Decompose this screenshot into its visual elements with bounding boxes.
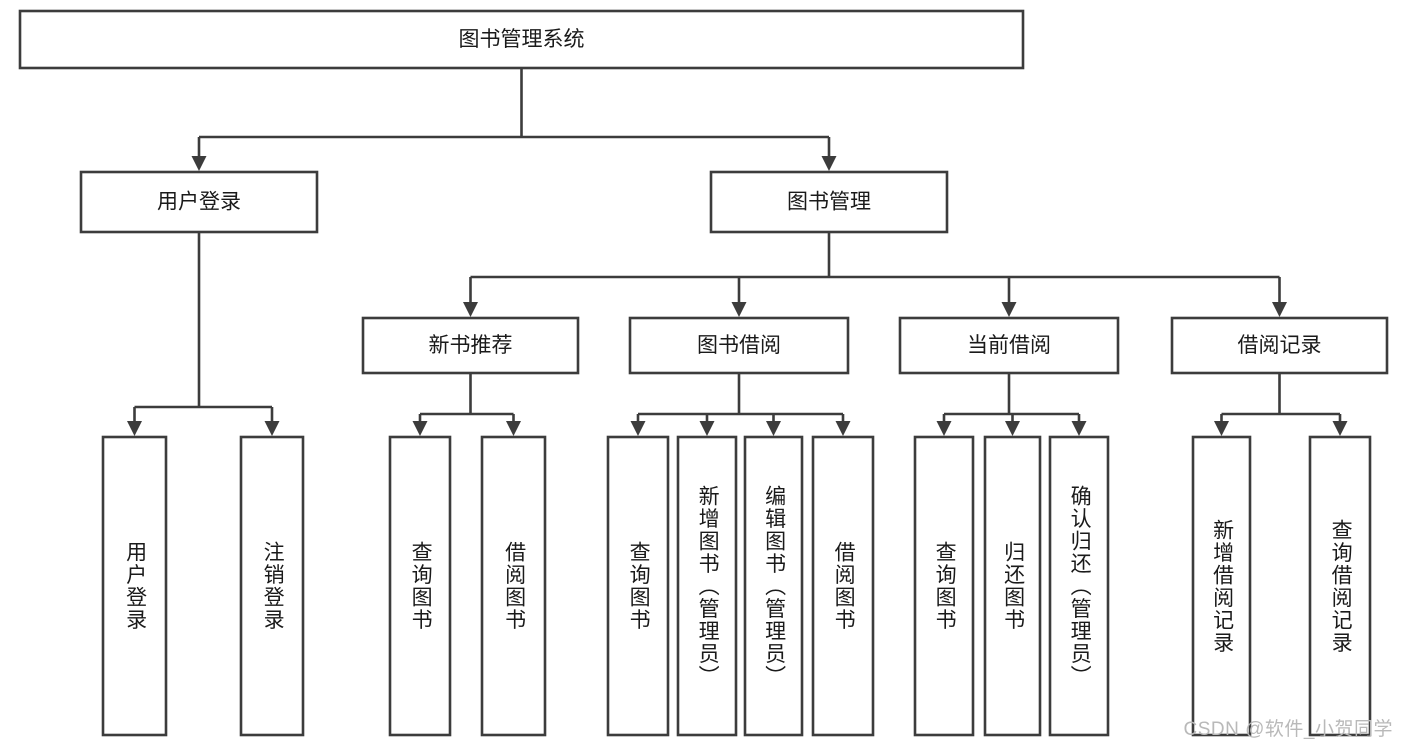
arrow-icon-level2-to-level3-2 bbox=[1001, 302, 1017, 317]
arrow-icon-level2-to-level3-0 bbox=[463, 302, 478, 317]
node-box-level3-2[interactable] bbox=[898, 316, 1120, 375]
arrow-icon-to-leaf-2-2 bbox=[766, 421, 781, 436]
node-box-level3-3[interactable] bbox=[1170, 316, 1389, 375]
node-box-leaf-12[interactable] bbox=[1308, 435, 1372, 737]
arrow-icon-to-leaf-2-3 bbox=[835, 421, 851, 436]
node-box-root[interactable] bbox=[18, 9, 1025, 70]
arrow-icon-to-leaf-3-1 bbox=[1005, 421, 1020, 436]
node-box-level2-1[interactable] bbox=[709, 170, 949, 234]
arrow-icon-to-leaf-0-1 bbox=[264, 421, 280, 436]
connector-layer bbox=[127, 68, 1348, 436]
node-label-level3-1: 图书借阅 bbox=[697, 334, 781, 357]
arrow-icon-to-leaf-3-0 bbox=[936, 421, 952, 436]
node-box-leaf-3[interactable] bbox=[480, 435, 547, 737]
node-box-leaf-6[interactable] bbox=[743, 435, 804, 737]
node-label-level3-2: 当前借阅 bbox=[967, 334, 1051, 357]
arrow-icon-to-leaf-4-1 bbox=[1332, 421, 1348, 436]
node-box-leaf-9[interactable] bbox=[983, 435, 1042, 737]
arrow-icon-to-leaf-2-0 bbox=[630, 421, 646, 436]
node-label-level2-0: 用户登录 bbox=[157, 191, 241, 214]
arrow-icon-to-leaf-4-0 bbox=[1214, 421, 1229, 436]
node-box-leaf-11[interactable] bbox=[1191, 435, 1252, 737]
node-box-level3-0[interactable] bbox=[361, 316, 580, 375]
arrow-icon-to-leaf-1-0 bbox=[412, 421, 428, 436]
node-box-leaf-2[interactable] bbox=[388, 435, 452, 737]
node-box-level3-1[interactable] bbox=[628, 316, 850, 375]
node-box-leaf-1[interactable] bbox=[239, 435, 305, 737]
arrow-icon-to-leaf-0-0 bbox=[127, 421, 142, 436]
node-box-leaf-5[interactable] bbox=[676, 435, 738, 737]
csdn-watermark: CSDN @软件_小贺同学 bbox=[1183, 719, 1393, 740]
arrow-icon-root-to-level2-1 bbox=[821, 156, 837, 171]
arrow-icon-to-leaf-2-1 bbox=[699, 421, 715, 436]
arrow-icon-root-to-level2-0 bbox=[191, 156, 207, 171]
node-label-level2-1: 图书管理 bbox=[787, 191, 871, 214]
node-box-leaf-0[interactable] bbox=[101, 435, 168, 737]
node-label-root: 图书管理系统 bbox=[459, 28, 585, 51]
arrow-icon-to-leaf-1-1 bbox=[506, 421, 521, 436]
node-label-level3-0: 新书推荐 bbox=[429, 334, 513, 357]
arrow-icon-to-leaf-3-2 bbox=[1071, 421, 1087, 436]
node-box-leaf-4[interactable] bbox=[606, 435, 670, 737]
arrow-icon-level2-to-level3-1 bbox=[731, 302, 747, 317]
arrow-icon-level2-to-level3-3 bbox=[1272, 302, 1287, 317]
node-label-level3-3: 借阅记录 bbox=[1238, 334, 1322, 357]
node-box-leaf-8[interactable] bbox=[913, 435, 975, 737]
node-box-layer bbox=[18, 9, 1389, 737]
node-box-leaf-10[interactable] bbox=[1048, 435, 1110, 737]
node-box-leaf-7[interactable] bbox=[811, 435, 875, 737]
node-box-level2-0[interactable] bbox=[79, 170, 319, 234]
